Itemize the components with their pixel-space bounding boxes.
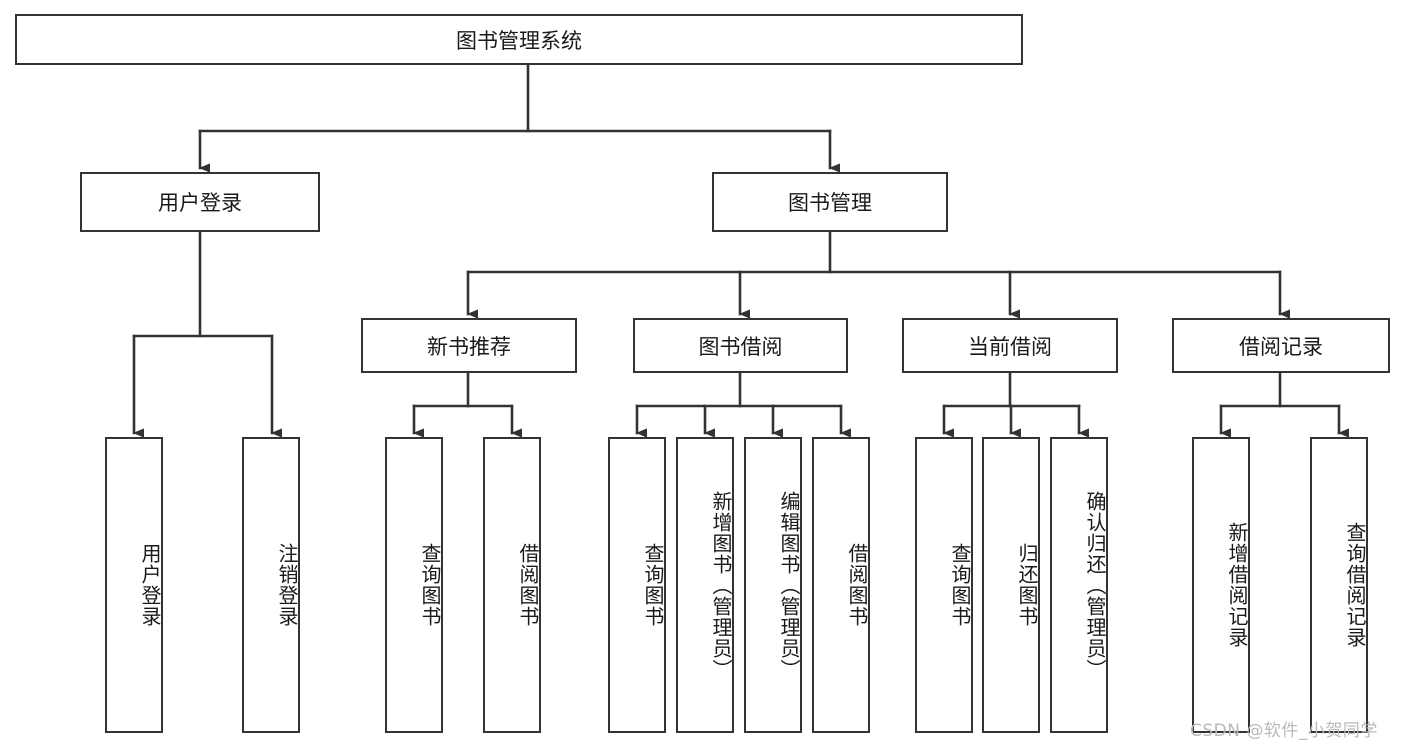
- node-borrow-record[interactable]: 借阅记录: [1172, 318, 1390, 373]
- leaf-borrow-book-newbook[interactable]: 借阅图书: [483, 437, 541, 733]
- leaf-add-book-admin[interactable]: 新增图书（管理员）: [676, 437, 734, 733]
- leaf-add-borrow-record[interactable]: 新增借阅记录: [1192, 437, 1250, 733]
- node-borrow-record-label: 借阅记录: [1239, 334, 1323, 359]
- leaf-query-borrow-record[interactable]: 查询借阅记录: [1310, 437, 1368, 733]
- leaf-query-book-current-label: 查询图书: [948, 543, 972, 627]
- leaf-logout-login[interactable]: 注销登录: [242, 437, 300, 733]
- leaf-query-book-current[interactable]: 查询图书: [915, 437, 973, 733]
- node-book-management-label: 图书管理: [788, 191, 872, 215]
- node-new-book-recommend-label: 新书推荐: [427, 334, 511, 359]
- node-current-borrow-label: 当前借阅: [968, 334, 1052, 359]
- leaf-user-login[interactable]: 用户登录: [105, 437, 163, 733]
- leaf-logout-login-label: 注销登录: [275, 543, 299, 627]
- leaf-edit-book-admin-label: 编辑图书（管理员）: [777, 490, 801, 680]
- node-book-borrow-label: 图书借阅: [698, 334, 783, 359]
- leaf-confirm-return-admin[interactable]: 确认归还（管理员）: [1050, 437, 1108, 733]
- leaf-query-book-newbook-label: 查询图书: [418, 543, 442, 627]
- leaf-query-book-borrow[interactable]: 查询图书: [608, 437, 666, 733]
- leaf-query-book-borrow-label: 查询图书: [641, 543, 665, 627]
- node-current-borrow[interactable]: 当前借阅: [902, 318, 1118, 373]
- node-root[interactable]: 图书管理系统: [15, 14, 1023, 65]
- csdn-watermark: CSDN @软件_小贺同学: [1190, 721, 1378, 741]
- node-user-login-label: 用户登录: [158, 191, 242, 215]
- leaf-borrow-book-borrow-label: 借阅图书: [845, 543, 869, 627]
- node-root-label: 图书管理系统: [456, 28, 582, 53]
- leaf-user-login-label: 用户登录: [138, 543, 162, 627]
- leaf-query-book-newbook[interactable]: 查询图书: [385, 437, 443, 733]
- node-book-management[interactable]: 图书管理: [712, 172, 948, 232]
- leaf-query-borrow-record-label: 查询借阅记录: [1343, 522, 1367, 648]
- leaf-add-borrow-record-label: 新增借阅记录: [1225, 522, 1249, 648]
- leaf-confirm-return-admin-label: 确认归还（管理员）: [1083, 490, 1107, 680]
- leaf-borrow-book-newbook-label: 借阅图书: [516, 543, 540, 627]
- node-new-book-recommend[interactable]: 新书推荐: [361, 318, 577, 373]
- leaf-return-book-label: 归还图书: [1015, 543, 1039, 627]
- node-book-borrow[interactable]: 图书借阅: [633, 318, 848, 373]
- leaf-add-book-admin-label: 新增图书（管理员）: [709, 490, 733, 680]
- leaf-borrow-book-borrow[interactable]: 借阅图书: [812, 437, 870, 733]
- leaf-return-book[interactable]: 归还图书: [982, 437, 1040, 733]
- node-user-login[interactable]: 用户登录: [80, 172, 320, 232]
- leaf-edit-book-admin[interactable]: 编辑图书（管理员）: [744, 437, 802, 733]
